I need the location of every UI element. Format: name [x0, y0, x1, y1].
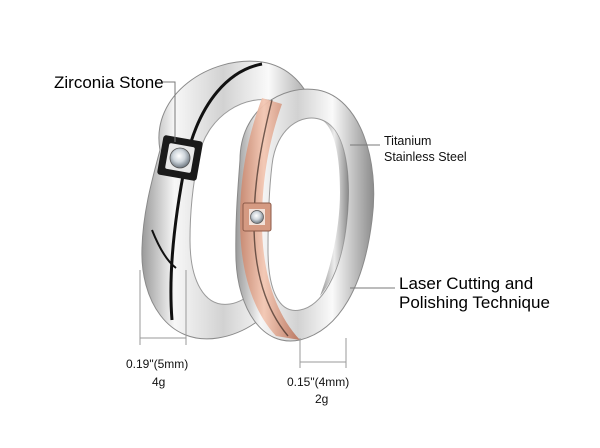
right-ring-weight: 2g	[315, 392, 329, 406]
dimension-markers	[139, 270, 347, 368]
right-ring-width: 0.15"(4mm)	[287, 375, 350, 389]
annotation-lines	[162, 81, 395, 289]
laser-label-line2: Polishing Technique	[399, 293, 550, 312]
right-zirconia-setting	[242, 202, 272, 232]
right-zirconia-stone	[250, 210, 264, 224]
left-ring-width: 0.19"(5mm)	[126, 357, 189, 371]
left-zirconia-setting	[157, 135, 203, 181]
material-label-line2: Stainless Steel	[384, 150, 467, 164]
left-ring-weight: 4g	[152, 375, 166, 389]
zirconia-leader	[162, 81, 176, 142]
right-ring	[235, 88, 375, 342]
zirconia-stone-label: Zirconia Stone	[54, 73, 164, 92]
left-zirconia-stone	[169, 147, 191, 169]
right-ring-rose-gold-band	[240, 98, 300, 340]
material-label-line1: Titanium	[384, 134, 432, 148]
laser-label-line1: Laser Cutting and	[399, 274, 534, 293]
